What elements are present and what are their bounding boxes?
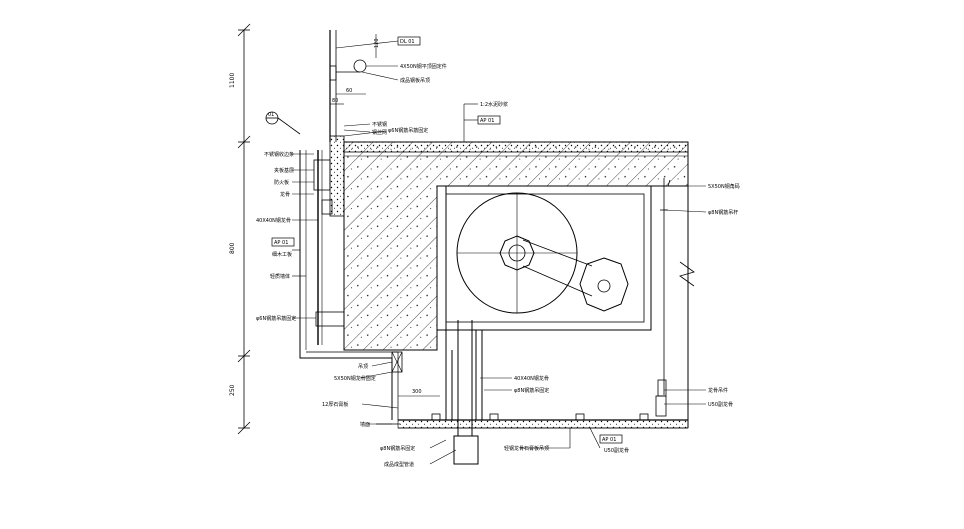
left-wall-build-up [299, 30, 403, 425]
callout-left2: 夹板基层 [274, 167, 294, 174]
concrete-structure [343, 141, 689, 351]
callout-right4: U50副龙骨 [708, 401, 733, 408]
callout-bot4: 墙面 [360, 421, 370, 428]
floor-slab [397, 419, 689, 429]
callout-left4: 龙骨 [280, 191, 290, 198]
callout-left1: 不锈钢收边条 [264, 151, 294, 158]
callout-mid1: 40X40N钢龙骨 [514, 375, 549, 382]
dimension-80: 80 [332, 98, 338, 104]
section-mark-label: 01 [268, 112, 274, 118]
tag-top: DL 01 [400, 39, 415, 45]
callout-floor1: 轻钢龙骨石膏板吊顶 [504, 445, 549, 452]
equipment-housing [436, 185, 652, 331]
callout-left6: 细木工板 [272, 251, 292, 258]
floor-fixings [431, 413, 649, 421]
callout-bot1: 吊顶 [358, 364, 368, 370]
tag-bottom-box: AP 01 [599, 434, 623, 444]
callout-bot2: 5X50N钢龙骨固定 [334, 375, 376, 382]
dimension-middle: 800 [229, 242, 236, 254]
callout-s1: 不锈钢 [372, 121, 387, 128]
callout-s2: 钢丝网 [372, 129, 387, 136]
leader-lines [292, 40, 707, 465]
tag-ceiling-box: AP 01 [477, 115, 501, 125]
tag-ceiling: AP 01 [480, 118, 494, 124]
section-marker [265, 111, 301, 135]
callout-s3: φ6N钢筋吊筋固定 [388, 127, 428, 134]
callout-bot5: φ8N钢筋吊固定 [380, 445, 415, 452]
callout-mid2: φ8N钢筋吊固定 [514, 387, 549, 394]
tag-bottom: AP 01 [602, 437, 616, 443]
callout-left8: φ6N钢筋吊筋固定 [256, 315, 296, 322]
callout-right3: 龙骨吊件 [708, 387, 728, 394]
tag-top-box: DL 01 [397, 36, 421, 46]
dimension-60: 60 [346, 88, 352, 94]
callout-top1: 4X50N钢平顶固定件 [400, 63, 447, 70]
callout-texts: 4X50N钢平顶固定件 成品钢板吊顶 1:2水泥砂浆 不锈钢 钢丝网 φ6N钢筋… [256, 63, 740, 468]
callout-floor2: U50副龙骨 [604, 447, 629, 454]
dimension-top: 1100 [229, 73, 236, 88]
callout-ceiling: 1:2水泥砂浆 [480, 101, 508, 108]
dimension-300: 300 [412, 389, 422, 395]
callout-bot6: 成品成型管道 [384, 461, 414, 468]
vertical-dimension [237, 23, 251, 435]
small-dimensions [330, 34, 440, 397]
callout-right1: 5X50N钢角码 [708, 183, 740, 190]
dimension-bottom: 250 [229, 384, 236, 396]
callout-right2: φ8N钢筋吊杆 [708, 209, 738, 216]
callout-left3: 防火板 [274, 179, 289, 186]
tag-wall: AP 01 [274, 240, 288, 246]
callout-bot3: 12厚石膏板 [322, 401, 348, 408]
wall-lamp [329, 59, 367, 81]
tag-wall-box: AP 01 [271, 237, 295, 247]
callout-left7: 轻质墙体 [270, 273, 290, 280]
callout-top2: 成品钢板吊顶 [400, 77, 430, 84]
callout-left5: 40X40N钢龙骨 [256, 217, 291, 224]
